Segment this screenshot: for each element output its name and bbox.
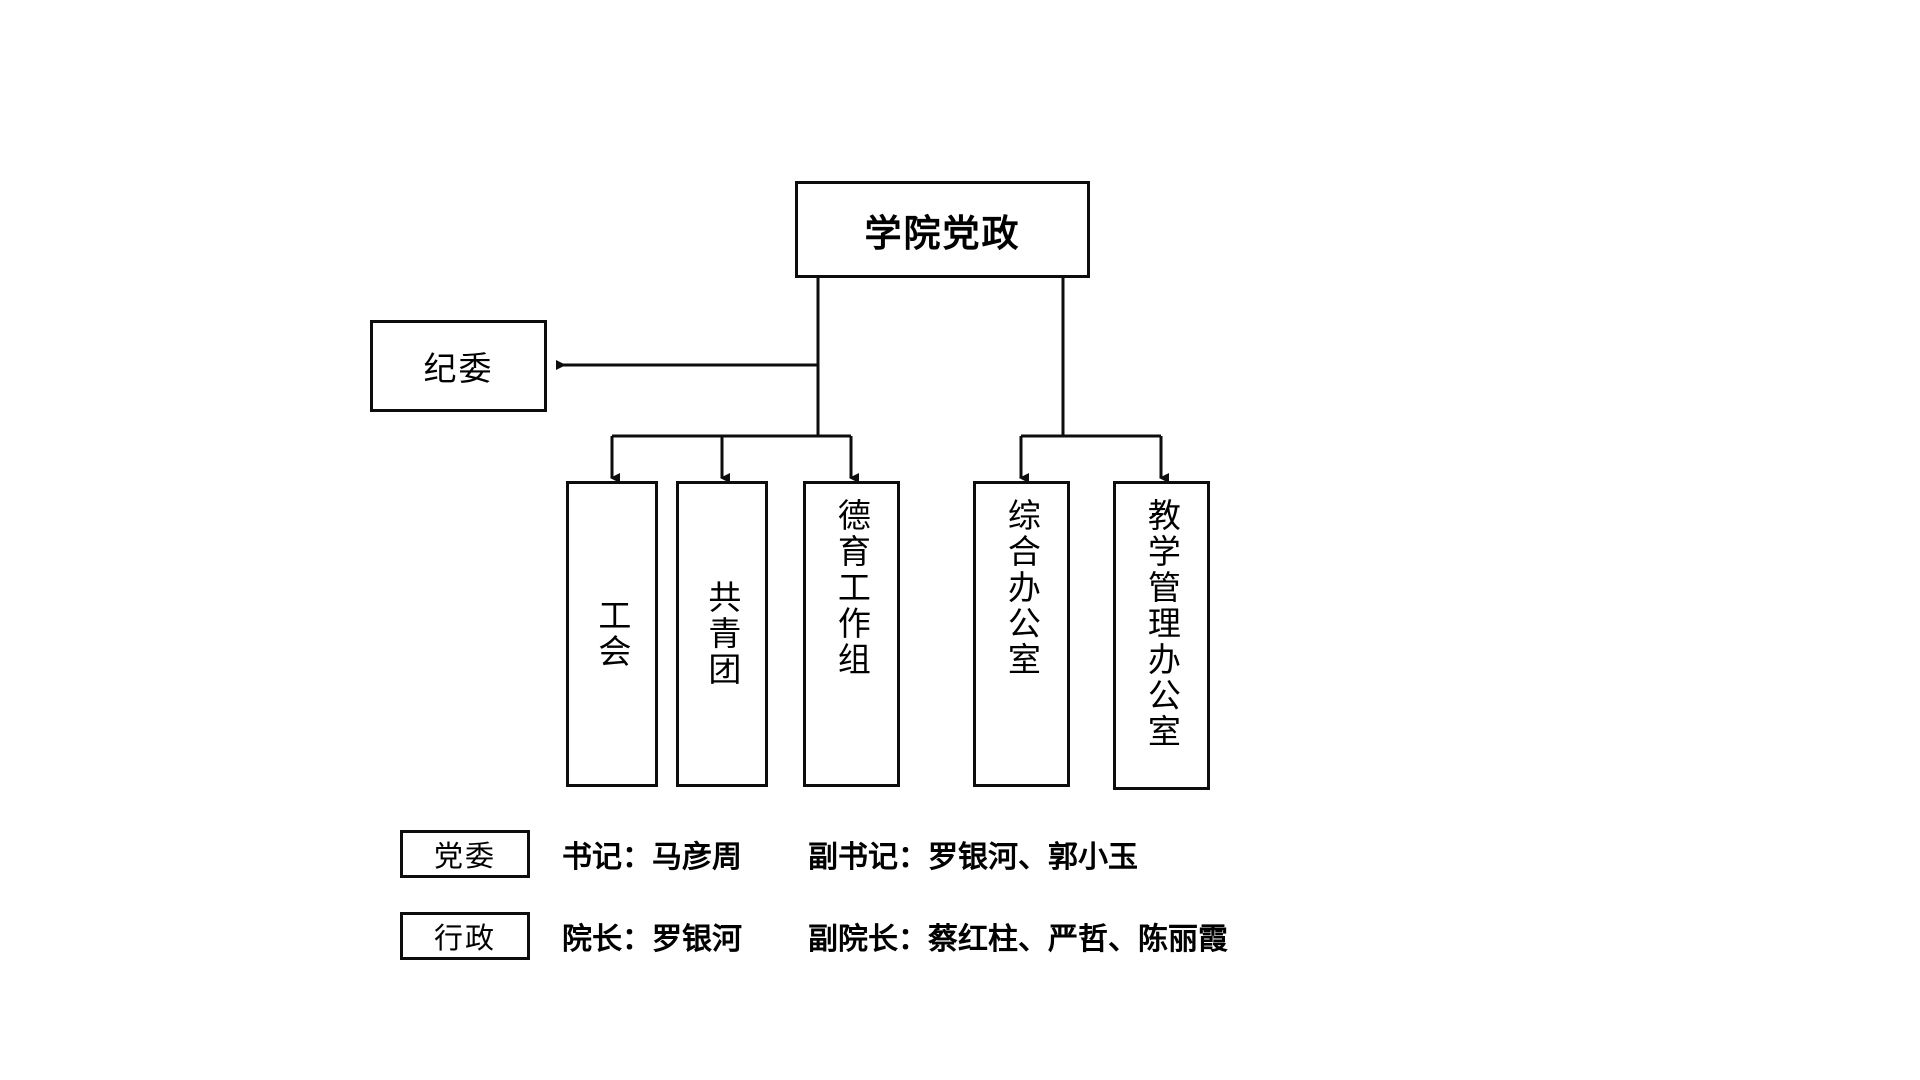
legend-tag-label: 行政 — [433, 923, 496, 955]
node-general-office[interactable]: 综合办公室 — [973, 481, 1070, 787]
node-discipline-commission[interactable]: 纪委 — [370, 320, 547, 412]
legend-tag-administration[interactable]: 行政 — [400, 912, 530, 960]
legend-vice-dean-text: 副院长：蔡红柱、严哲、陈丽霞 — [808, 923, 1228, 956]
legend-deputy-secretary-text: 副书记：罗银河、郭小玉 — [808, 841, 1138, 874]
node-teaching-management-office[interactable]: 教学管理办公室 — [1113, 481, 1210, 790]
node-moral-education-group[interactable]: 德育工作组 — [803, 481, 900, 787]
legend-tag-label: 党委 — [433, 841, 496, 873]
node-youth-league[interactable]: 共青团 — [676, 481, 768, 787]
legend-secretary-text: 书记：马彦周 — [562, 841, 742, 874]
node-label: 共青团 — [703, 580, 741, 688]
node-label: 学院党政 — [864, 212, 1021, 254]
node-label: 纪委 — [423, 350, 494, 387]
legend-row-party-committee: 党委 书记：马彦周 副书记：罗银河、郭小玉 — [400, 830, 1138, 878]
node-label: 工会 — [593, 598, 631, 670]
node-label: 德育工作组 — [833, 498, 871, 678]
node-label: 综合办公室 — [1003, 498, 1041, 678]
legend-tag-party-committee[interactable]: 党委 — [400, 830, 530, 878]
node-labor-union[interactable]: 工会 — [566, 481, 658, 787]
node-college-party-admin[interactable]: 学院党政 — [795, 181, 1090, 278]
legend-dean-text: 院长：罗银河 — [562, 923, 742, 956]
legend-row-administration: 行政 院长：罗银河 副院长：蔡红柱、严哲、陈丽霞 — [400, 912, 1228, 960]
node-label: 教学管理办公室 — [1143, 498, 1181, 750]
